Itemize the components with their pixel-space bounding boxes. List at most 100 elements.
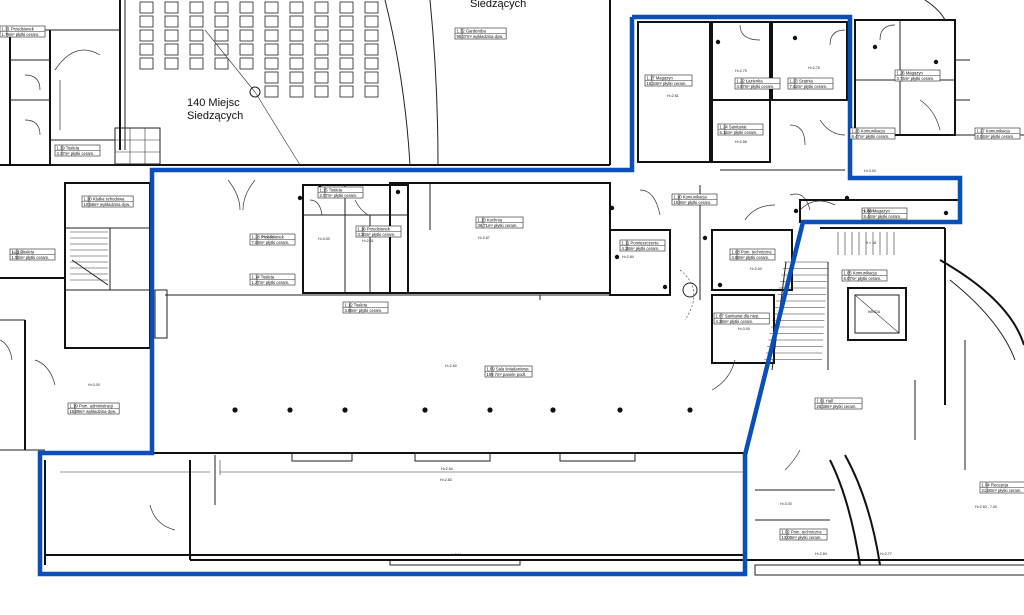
column-marker — [422, 407, 428, 413]
seat — [339, 71, 354, 84]
seat — [239, 15, 254, 28]
seat — [289, 15, 304, 28]
seat — [314, 29, 329, 42]
seat — [214, 43, 229, 56]
height-mark: H=2.64 — [262, 235, 274, 239]
height-mark: H=2.77 — [880, 552, 892, 556]
room-area: 3.74m² płytki ceram. — [897, 76, 935, 81]
height-mark: H=2.10 — [450, 553, 462, 557]
room-name: 1.17 Magazyn — [647, 76, 674, 81]
room-area: 8.44m² płytki ceram. — [864, 214, 902, 219]
seat — [339, 29, 354, 42]
seat — [289, 85, 304, 98]
seat — [139, 29, 154, 42]
seat — [264, 15, 279, 28]
seat — [314, 15, 329, 28]
room-name: 1.11 Pomieszczenie — [622, 241, 660, 246]
room-area: 28.38m² płytki ceram. — [817, 404, 857, 409]
auditorium-top-label: Siedzących — [470, 0, 526, 10]
room-name: 1.29 Toaleta — [57, 146, 80, 151]
far-right-top-rooms — [854, 0, 1024, 136]
room-area: 3.37m² płytki ceram. — [57, 151, 95, 156]
room-area: 13.08m² płytki ceram. — [782, 535, 822, 540]
height-mark: H=2.75 — [735, 69, 747, 73]
room-name: 1.16 Przedsionek — [358, 227, 391, 232]
seat — [239, 29, 254, 42]
height-mark: H=2.67 — [478, 236, 490, 240]
room-name: 1.28 Przedsionek — [252, 235, 285, 240]
seat — [289, 43, 304, 56]
seat — [164, 57, 179, 70]
height-mark: H=2.84 — [622, 255, 634, 259]
seat — [239, 57, 254, 70]
seat — [189, 1, 204, 14]
column-marker — [662, 284, 668, 290]
seat — [364, 57, 379, 70]
seating-block — [139, 1, 379, 98]
seat — [314, 71, 329, 84]
height-mark: H=3.00 — [750, 267, 762, 271]
seat — [189, 29, 204, 42]
lift-label: WINDA — [868, 310, 881, 314]
upper-right-rooms — [637, 21, 848, 171]
column-marker — [687, 407, 693, 413]
room-name: 1.32 Garderoba — [457, 29, 487, 34]
room-area: 4.28m² płytki ceram. — [622, 246, 660, 251]
seat — [264, 29, 279, 42]
column-marker — [342, 407, 348, 413]
seat — [314, 43, 329, 56]
room-area: 36.71m² płytki ceram. — [478, 223, 518, 228]
height-mark: H=2.97 — [12, 251, 24, 255]
room-name: 1.31 Przedsionek — [2, 27, 35, 32]
auditorium-seats-line1: 140 Miejsc — [187, 97, 240, 109]
seat — [289, 71, 304, 84]
seat — [139, 1, 154, 14]
room-area: 10.58m² wykładzina dyw. — [84, 202, 131, 207]
seat — [139, 57, 154, 70]
room-name: 1.02 Pom. techniczne — [782, 530, 823, 535]
room-name: 1.22 Łazienka — [737, 79, 764, 84]
height-mark: H=2.60 — [445, 364, 457, 368]
height-mark: H=2.84 — [862, 209, 874, 213]
breakfast-hall — [45, 35, 949, 475]
height-mark: H=2.83 — [440, 478, 452, 482]
seat — [364, 15, 379, 28]
room-area: 199.7m² panele podł. — [487, 372, 526, 377]
column-marker — [550, 407, 556, 413]
room-name: 1.01 Hall — [817, 399, 834, 404]
column-marker — [609, 205, 615, 211]
column-marker — [844, 195, 850, 201]
room-name: 1.26 Magazyn — [897, 71, 924, 76]
room-name: 1.21 Toaleta — [12, 250, 35, 255]
height-mark: H=2.61 — [362, 239, 374, 243]
room-area: 4.39m² płytki ceram. — [716, 319, 754, 324]
seat — [264, 85, 279, 98]
room-area: 16.34m² płytki ceram. — [647, 81, 687, 86]
room-name: 1.08 Pom. techniczne — [732, 250, 773, 255]
seat — [164, 15, 179, 28]
room-name: 1.15 Toaleta — [320, 188, 343, 193]
height-mark: H=2.60 - 7.00 — [975, 505, 997, 509]
column-marker — [617, 407, 623, 413]
room-area: 6.07m² płytki ceram. — [844, 276, 882, 281]
auditorium-seats-line2: Siedzących — [187, 110, 243, 122]
room-area: 10.8m² płytki ceram. — [674, 200, 712, 205]
room-name: 1.05 Komunikacja — [844, 271, 878, 276]
